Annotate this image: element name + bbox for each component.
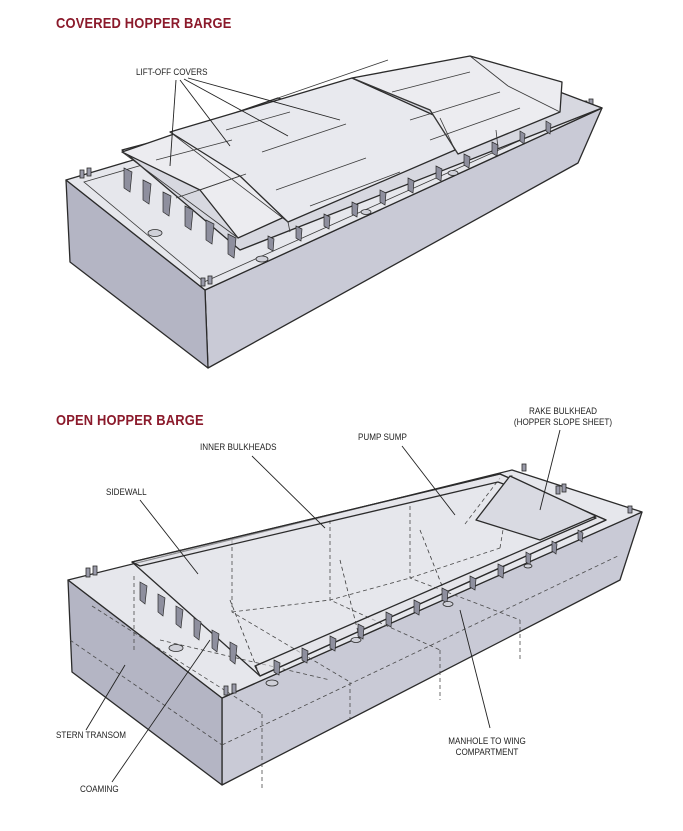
label-rake-bulkhead-line1: RAKE BULKHEAD xyxy=(529,406,597,416)
open-barge-title: OPEN HOPPER BARGE xyxy=(56,412,204,429)
label-pump-sump: PUMP SUMP xyxy=(358,432,407,442)
open-hopper-barge xyxy=(67,429,643,790)
open-hidden-structure xyxy=(69,474,621,790)
covers-leaders xyxy=(169,77,341,167)
lift-off-covers xyxy=(121,55,563,239)
open-manholes xyxy=(168,563,533,687)
rake-bulkhead xyxy=(475,475,597,541)
covered-hopper-barge xyxy=(65,55,603,369)
label-sidewall: SIDEWALL xyxy=(106,487,147,497)
covered-barge-title: COVERED HOPPER BARGE xyxy=(56,15,232,32)
label-stern-transom: STERN TRANSOM xyxy=(56,730,127,740)
label-lift-off-covers: LIFT-OFF COVERS xyxy=(136,67,208,77)
label-manhole: MANHOLE TO WING COMPARTMENT xyxy=(438,736,537,758)
open-coaming-brackets xyxy=(139,529,584,676)
label-coaming: COAMING xyxy=(80,784,119,794)
open-leaders xyxy=(85,429,561,783)
label-rake-bulkhead: RAKE BULKHEAD (HOPPER SLOPE SHEET) xyxy=(514,406,613,428)
label-manhole-line2: COMPARTMENT xyxy=(455,747,519,757)
open-bitts xyxy=(85,463,633,696)
label-inner-bulkheads: INNER BULKHEADS xyxy=(200,442,277,452)
label-rake-bulkhead-line2: (HOPPER SLOPE SHEET) xyxy=(513,417,613,427)
covered-coaming-brackets xyxy=(123,120,552,259)
label-manhole-line1: MANHOLE TO WING xyxy=(448,736,526,746)
covered-manholes xyxy=(147,120,553,263)
